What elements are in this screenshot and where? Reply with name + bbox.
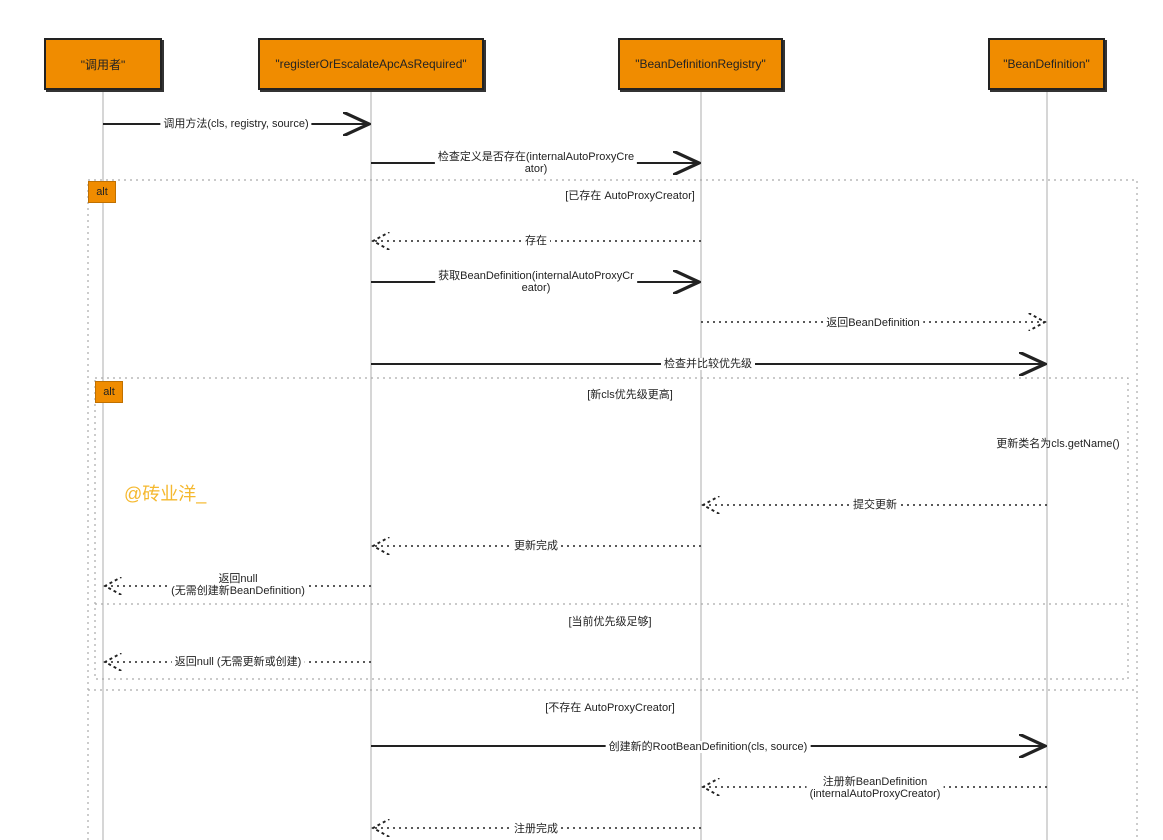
alt-label-outer: alt (88, 181, 116, 203)
lifelines (102, 90, 1048, 840)
condition-higher-priority: [新cls优先级更高] (587, 389, 673, 401)
watermark: @砖业洋_ (124, 484, 207, 504)
condition-not-exists: [不存在 AutoProxyCreator] (545, 702, 675, 714)
message-label-3: 存在 (522, 235, 550, 247)
alt-frames (87, 179, 1138, 840)
message-label-12: 创建新的RootBeanDefinition(cls, source) (605, 741, 811, 753)
alt-frame-inner (94, 377, 1129, 680)
alt-label-inner: alt (95, 381, 123, 403)
condition-priority-enough: [当前优先级足够] (568, 616, 652, 628)
dotted-messages (105, 241, 1047, 828)
actor-registry: "BeanDefinitionRegistry" (618, 38, 783, 90)
message-label-14: 注册完成 (511, 823, 561, 835)
message-label-5: 返回BeanDefinition (823, 317, 923, 329)
solid-messages (103, 124, 1045, 746)
message-label-1: 调用方法(cls, registry, source) (160, 118, 312, 130)
condition-exists: [已存在 AutoProxyCreator] (565, 190, 695, 202)
message-label-13: 注册新BeanDefinition (internalAutoProxyCrea… (806, 776, 944, 800)
message-label-9: 更新完成 (511, 540, 561, 552)
message-label-4: 获取BeanDefinition(internalAutoProxyCr eat… (435, 270, 637, 294)
message-label-10: 返回null (无需创建新BeanDefinition) (168, 573, 308, 597)
actor-caller: "调用者" (44, 38, 162, 90)
message-label-11: 返回null (无需更新或创建) (171, 656, 305, 668)
actor-bean-definition: "BeanDefinition" (988, 38, 1105, 90)
message-label-2: 检查定义是否存在(internalAutoProxyCre ator) (434, 151, 638, 175)
alt-frame-outer (87, 179, 1138, 840)
message-label-7-self: 更新类名为cls.getName() (996, 438, 1120, 450)
message-label-8: 提交更新 (850, 499, 900, 511)
message-label-6: 检查并比较优先级 (661, 358, 755, 370)
actor-register-method: "registerOrEscalateApcAsRequired" (258, 38, 484, 90)
